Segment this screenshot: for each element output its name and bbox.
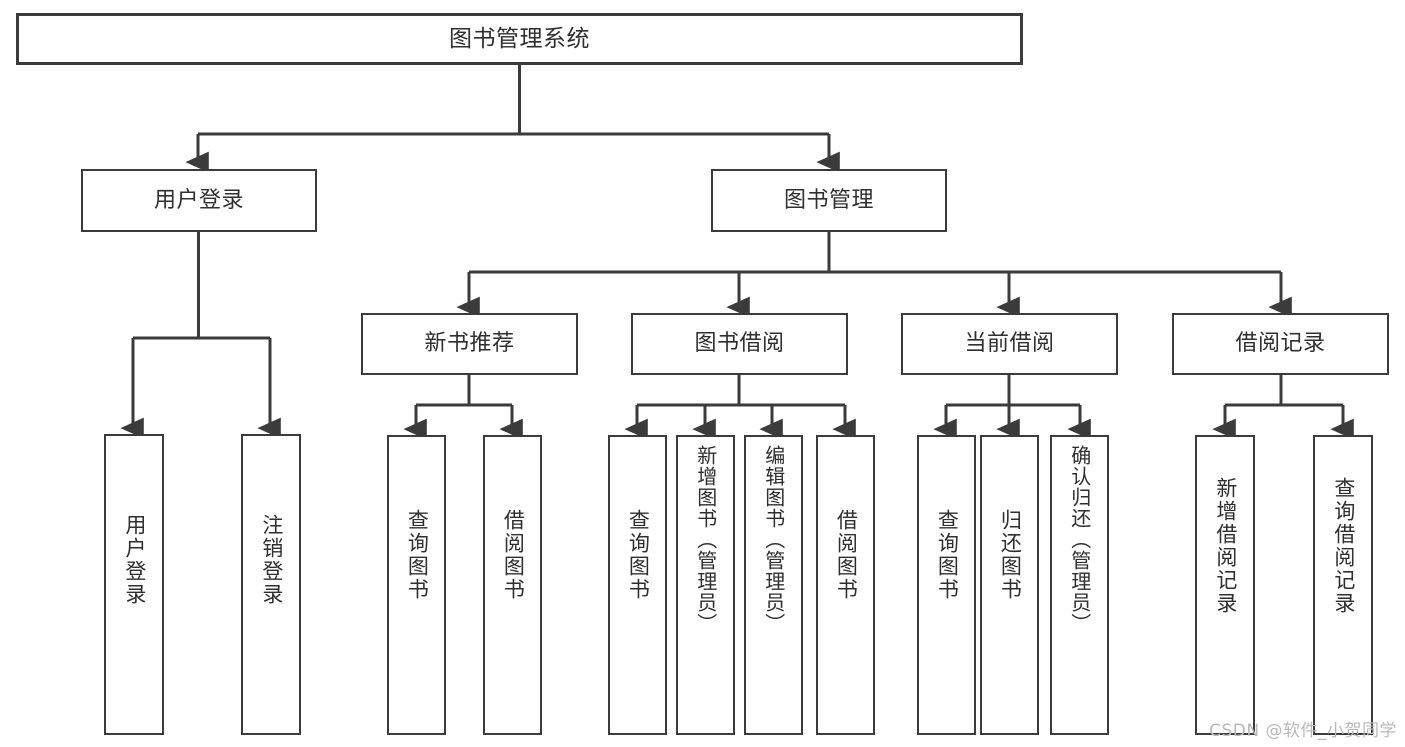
node-label: 查询借阅记录 [1331,477,1356,615]
leaf-query-book-borrow[interactable]: 查询图书 [608,435,667,735]
node-label: 新增图书（管理员） [693,445,718,634]
node-root-system[interactable]: 图书管理系统 [16,13,1023,65]
node-label: 借阅图书 [834,509,859,601]
leaf-add-borrow-record[interactable]: 新增借阅记录 [1195,435,1255,735]
node-book-management[interactable]: 图书管理 [711,169,947,232]
leaf-add-book-admin[interactable]: 新增图书（管理员） [676,435,735,735]
node-label: 图书管理系统 [449,25,590,52]
node-label: 注销登录 [259,514,284,606]
node-label: 新增借阅记录 [1213,477,1238,615]
node-label: 新书推荐 [424,331,515,357]
node-label: 查询图书 [405,509,430,601]
node-book-borrow[interactable]: 图书借阅 [631,313,848,375]
leaf-confirm-return-admin[interactable]: 确认归还（管理员） [1050,435,1109,735]
node-label: 用户登录 [122,514,147,606]
node-label: 编辑图书（管理员） [761,445,786,634]
node-label: 归还图书 [998,509,1023,601]
leaf-query-book-new[interactable]: 查询图书 [387,435,446,735]
node-label: 借阅记录 [1235,331,1326,357]
node-label: 用户登录 [153,187,244,213]
leaf-edit-book-admin[interactable]: 编辑图书（管理员） [744,435,803,735]
node-label: 当前借阅 [964,331,1055,357]
csdn-watermark: CSDN @软件_小贺同学 [1209,721,1397,741]
node-label: 查询图书 [935,509,960,601]
leaf-query-book-current[interactable]: 查询图书 [917,435,976,735]
node-current-borrow[interactable]: 当前借阅 [901,313,1118,375]
node-label: 确认归还（管理员） [1067,445,1092,634]
node-label: 图书管理 [783,187,874,213]
node-label: 借阅图书 [501,509,526,601]
leaf-logout[interactable]: 注销登录 [241,434,301,735]
node-label: 图书借阅 [694,331,785,357]
leaf-user-login[interactable]: 用户登录 [104,434,164,735]
leaf-return-book[interactable]: 归还图书 [980,435,1039,735]
node-borrow-record[interactable]: 借阅记录 [1172,313,1389,375]
node-new-book-recommend[interactable]: 新书推荐 [361,313,578,375]
node-user-login[interactable]: 用户登录 [81,169,317,232]
leaf-borrow-book-new[interactable]: 借阅图书 [483,435,542,735]
leaf-borrow-book[interactable]: 借阅图书 [816,435,875,735]
leaf-query-borrow-record[interactable]: 查询借阅记录 [1313,435,1373,735]
node-label: 查询图书 [626,509,651,601]
